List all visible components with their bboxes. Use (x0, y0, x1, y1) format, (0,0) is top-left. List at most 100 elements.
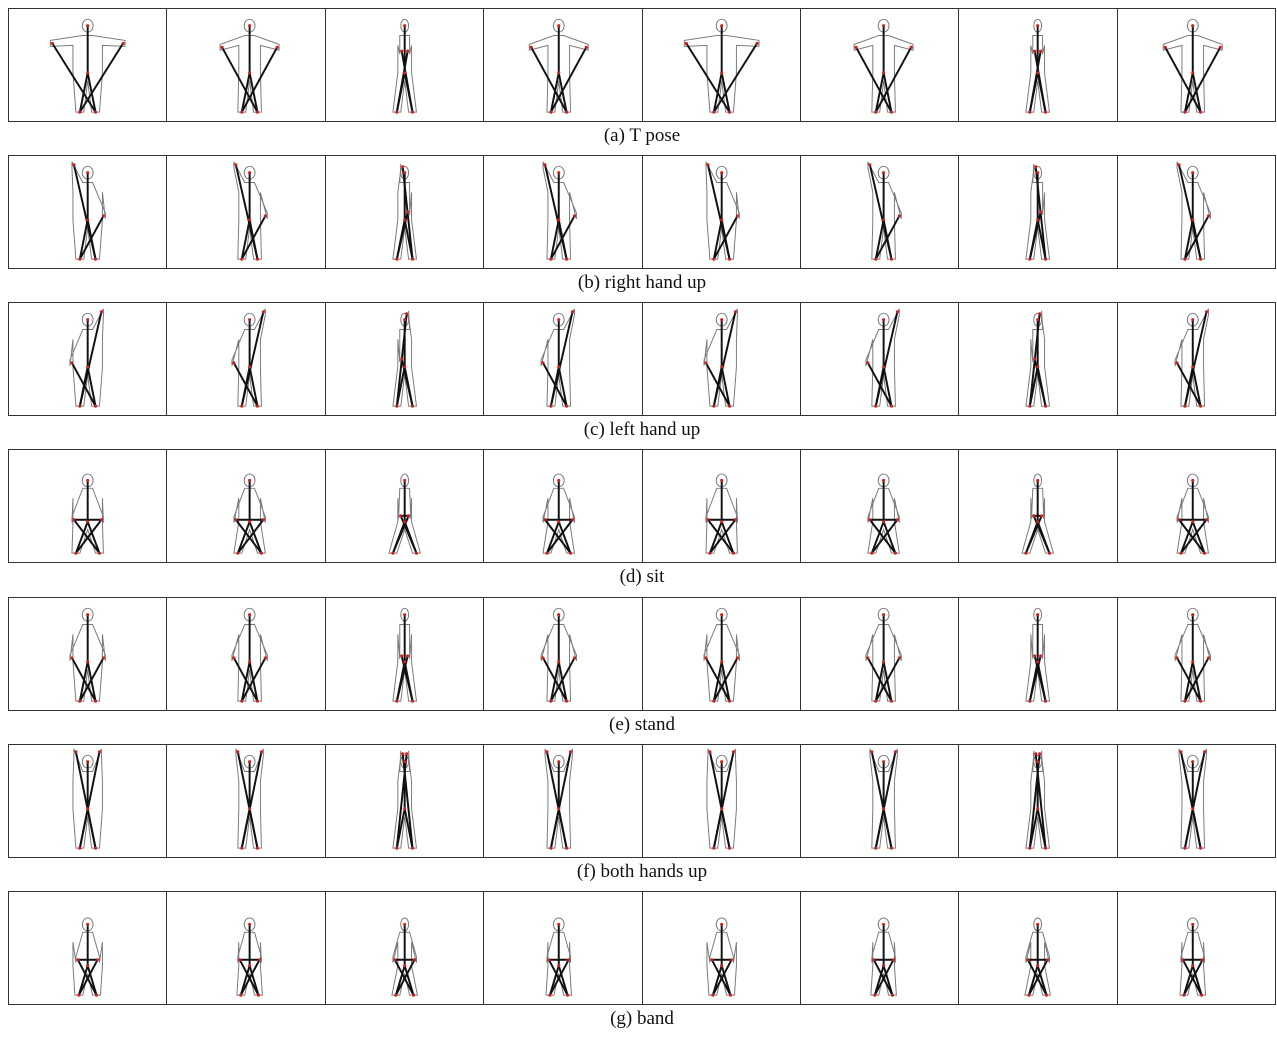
frame-cell-6 (801, 303, 959, 415)
row-caption: (a) T pose (8, 122, 1276, 150)
joint-marker (1163, 46, 1166, 49)
frame-cell-1 (9, 303, 167, 415)
frame-cell-1 (9, 450, 167, 562)
frame-cell-4 (484, 156, 642, 268)
joint-marker (403, 218, 406, 221)
joint-marker (892, 958, 895, 961)
joint-marker (77, 994, 80, 997)
joint-marker (894, 552, 897, 555)
joint-marker (1199, 405, 1202, 408)
frame-strip (8, 597, 1276, 711)
joint-marker (729, 958, 732, 961)
joint-marker (882, 218, 885, 221)
joint-marker (557, 923, 560, 926)
joint-marker (1191, 479, 1194, 482)
skeleton-bone (856, 47, 891, 112)
frame-cell-1 (9, 156, 167, 268)
joint-marker (720, 760, 723, 763)
frame-cell-8 (1118, 450, 1275, 562)
pose-silhouette (643, 303, 800, 415)
pose-silhouette (9, 745, 166, 857)
joint-marker (400, 654, 403, 657)
joint-marker (248, 613, 251, 616)
joint-marker (70, 361, 73, 364)
joint-marker (1199, 847, 1202, 850)
joint-marker (557, 613, 560, 616)
joint-marker (233, 656, 236, 659)
joint-marker (1046, 958, 1049, 961)
joint-marker (1039, 50, 1042, 53)
joint-marker (874, 405, 877, 408)
joint-marker (720, 218, 723, 221)
joint-marker (1033, 654, 1036, 657)
joint-marker (898, 214, 901, 217)
joint-marker (1191, 613, 1194, 616)
joint-marker (720, 71, 723, 74)
joint-marker (395, 405, 398, 408)
pose-silhouette (484, 745, 641, 857)
joint-marker (557, 964, 560, 967)
frame-cell-5 (643, 745, 801, 857)
joint-marker (78, 700, 81, 703)
joint-marker (882, 171, 885, 174)
pose-silhouette (326, 745, 483, 857)
joint-marker (403, 660, 406, 663)
skeleton-bone (222, 47, 257, 112)
pose-silhouette (643, 892, 800, 1004)
joint-marker (403, 365, 406, 368)
joint-marker (542, 361, 545, 364)
joint-marker (86, 24, 89, 27)
pose-silhouette (959, 745, 1116, 857)
joint-marker (890, 111, 893, 114)
joint-marker (1033, 357, 1036, 360)
joint-marker (248, 365, 251, 368)
joint-marker (1177, 518, 1180, 521)
joint-marker (720, 24, 723, 27)
frame-cell-8 (1118, 598, 1275, 710)
joint-marker (401, 165, 404, 168)
joint-marker (894, 750, 897, 753)
joint-marker (873, 994, 876, 997)
joint-marker (882, 660, 885, 663)
frame-cell-8 (1118, 156, 1275, 268)
pose-silhouette (167, 892, 324, 1004)
joint-marker (86, 520, 89, 523)
joint-marker (1182, 994, 1185, 997)
joint-marker (854, 46, 857, 49)
joint-marker (86, 660, 89, 663)
joint-marker (1207, 214, 1210, 217)
joint-marker (1027, 958, 1030, 961)
joint-marker (86, 365, 89, 368)
frame-cell-4 (484, 450, 642, 562)
joint-marker (1029, 847, 1032, 850)
pose-silhouette (326, 450, 483, 562)
joint-marker (248, 24, 251, 27)
joint-marker (882, 520, 885, 523)
joint-marker (102, 656, 105, 659)
joint-marker (868, 518, 871, 521)
joint-marker (239, 958, 242, 961)
frame-cell-1 (9, 598, 167, 710)
pose-silhouette (484, 892, 641, 1004)
frame-cell-6 (801, 450, 959, 562)
joint-marker (403, 171, 406, 174)
pose-silhouette (167, 745, 324, 857)
pose-silhouette (326, 598, 483, 710)
joint-marker (1036, 71, 1039, 74)
joint-marker (86, 760, 89, 763)
joint-marker (95, 994, 98, 997)
pose-silhouette (801, 892, 958, 1004)
joint-marker (98, 552, 101, 555)
joint-marker (248, 807, 251, 810)
joint-marker (1034, 752, 1037, 755)
joint-marker (1044, 258, 1047, 261)
joint-marker (1191, 218, 1194, 221)
joint-marker (403, 964, 406, 967)
joint-marker (1191, 923, 1194, 926)
joint-marker (1183, 700, 1186, 703)
frame-cell-4 (484, 745, 642, 857)
frame-cell-7 (959, 450, 1117, 562)
joint-marker (706, 518, 709, 521)
joint-marker (890, 847, 893, 850)
frame-cell-5 (643, 9, 801, 121)
